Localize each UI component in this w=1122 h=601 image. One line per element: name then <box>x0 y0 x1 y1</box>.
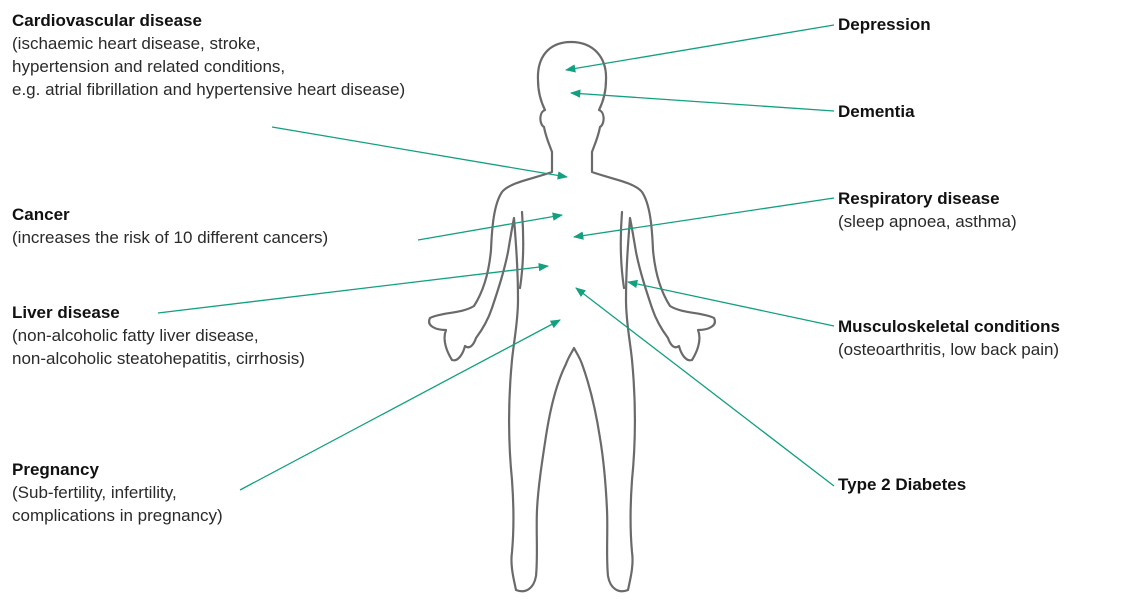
respiratory-title: Respiratory disease <box>838 187 1017 210</box>
cardiovascular-desc-line-1: (ischaemic heart disease, stroke, <box>12 32 405 55</box>
label-pregnancy: Pregnancy (Sub-fertility, infertility, c… <box>12 458 223 527</box>
liver-title: Liver disease <box>12 301 305 324</box>
pointer-dementia <box>571 93 834 111</box>
cardiovascular-desc-line-3: e.g. atrial fibrillation and hypertensiv… <box>12 78 405 101</box>
cancer-title: Cancer <box>12 203 328 226</box>
pointer-respiratory <box>574 198 834 237</box>
label-respiratory: Respiratory disease (sleep apnoea, asthm… <box>838 187 1017 233</box>
right-inner-arm-line <box>621 212 624 288</box>
pointer-cancer <box>418 215 562 240</box>
pointer-depression <box>566 25 834 70</box>
liver-desc-line-1: (non-alcoholic fatty liver disease, <box>12 324 305 347</box>
cardiovascular-desc-line-2: hypertension and related conditions, <box>12 55 405 78</box>
label-cardiovascular: Cardiovascular disease (ischaemic heart … <box>12 9 405 101</box>
respiratory-desc-line-1: (sleep apnoea, asthma) <box>838 210 1017 233</box>
label-liver: Liver disease (non-alcoholic fatty liver… <box>12 301 305 370</box>
label-cancer: Cancer (increases the risk of 10 differe… <box>12 203 328 249</box>
musculoskeletal-title: Musculoskeletal conditions <box>838 315 1060 338</box>
label-diabetes: Type 2 Diabetes <box>838 473 966 496</box>
pointer-musculoskeletal <box>628 282 834 326</box>
human-body-outline <box>429 42 715 591</box>
pointer-cardiovascular <box>272 127 567 177</box>
label-depression: Depression <box>838 13 931 36</box>
pregnancy-desc-line-1: (Sub-fertility, infertility, <box>12 481 223 504</box>
cancer-desc-line-1: (increases the risk of 10 different canc… <box>12 226 328 249</box>
label-musculoskeletal: Musculoskeletal conditions (osteoarthrit… <box>838 315 1060 361</box>
pregnancy-title: Pregnancy <box>12 458 223 481</box>
diabetes-title: Type 2 Diabetes <box>838 473 966 496</box>
cardiovascular-title: Cardiovascular disease <box>12 9 405 32</box>
left-inner-arm-line <box>520 212 523 288</box>
label-dementia: Dementia <box>838 100 915 123</box>
liver-desc-line-2: non-alcoholic steatohepatitis, cirrhosis… <box>12 347 305 370</box>
musculoskeletal-desc-line-1: (osteoarthritis, low back pain) <box>838 338 1060 361</box>
pregnancy-desc-line-2: complications in pregnancy) <box>12 504 223 527</box>
depression-title: Depression <box>838 13 931 36</box>
dementia-title: Dementia <box>838 100 915 123</box>
